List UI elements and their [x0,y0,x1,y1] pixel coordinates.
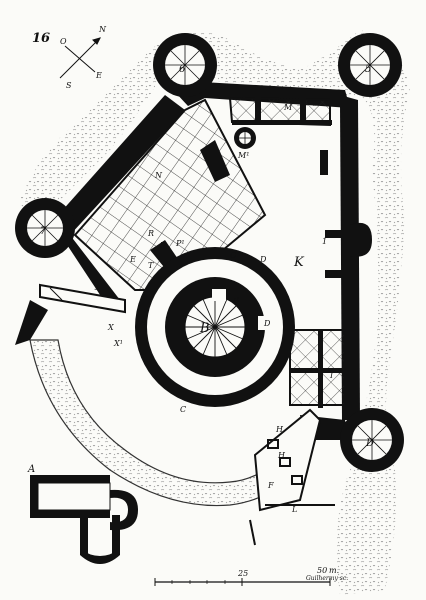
letter-1-label: 1 [322,237,327,246]
letter-t-label: T [148,261,154,270]
tower-5-label: 5 [365,64,371,75]
scale-end-label: 50 [317,566,327,575]
block-r-label: R [147,229,154,238]
compass-east-label: E [95,71,102,80]
tower-ne [338,33,402,97]
stair-m1-label: M¹ [237,151,249,160]
inset-a-label: A [27,464,35,475]
point-p-label: P [159,241,166,250]
letter-e-label: E [129,255,136,264]
letter-h1-label: H [277,451,286,460]
scale-note-label: Guilhermy sc. [306,575,348,582]
letter-h-label: H [275,425,284,434]
point-p1-label: P¹ [175,239,185,248]
moat-a-label: A [139,317,147,328]
tower-nw [153,33,217,97]
compass-south-label: S [66,81,72,90]
letter-b1-label: B [232,296,239,305]
letter-d-label: D [259,255,267,264]
tower-se [340,408,404,472]
gallery-m-label: M [283,103,293,112]
tower-w [15,198,75,258]
southeast-barbican [249,408,335,546]
court-k-label: K [293,255,305,270]
compass-rose [59,37,101,79]
scale-bar [154,578,331,586]
donjon-b-label: B [199,321,210,336]
inset-church-plan [30,475,138,564]
scale-unit-label: m. [329,566,339,575]
west-gate-passage [15,283,126,345]
plate-number: 16 [32,31,50,46]
compass-west-label: O [60,37,67,46]
ward-n-label: N [154,171,163,180]
letter-f-label: F [267,481,274,490]
central-donjon [135,247,295,407]
letter-g-label: G [230,251,237,260]
letter-x-label: X [107,323,114,332]
compass-north-label: N [98,25,107,34]
scale-mid-label: 25 [237,569,248,578]
letter-c-label: C [180,405,186,414]
tower-d-label: D [365,438,374,449]
spiral-stair [234,127,256,149]
letter-d1-label: D [263,319,271,328]
tower-6-label: 6 [179,64,186,75]
letter-x1-label: X¹ [113,339,123,348]
tower-7-label: 7 [40,226,47,237]
letter-l-label: L [291,505,297,514]
letter-i-label: I [329,371,334,380]
gate-j-label: J [94,281,100,290]
